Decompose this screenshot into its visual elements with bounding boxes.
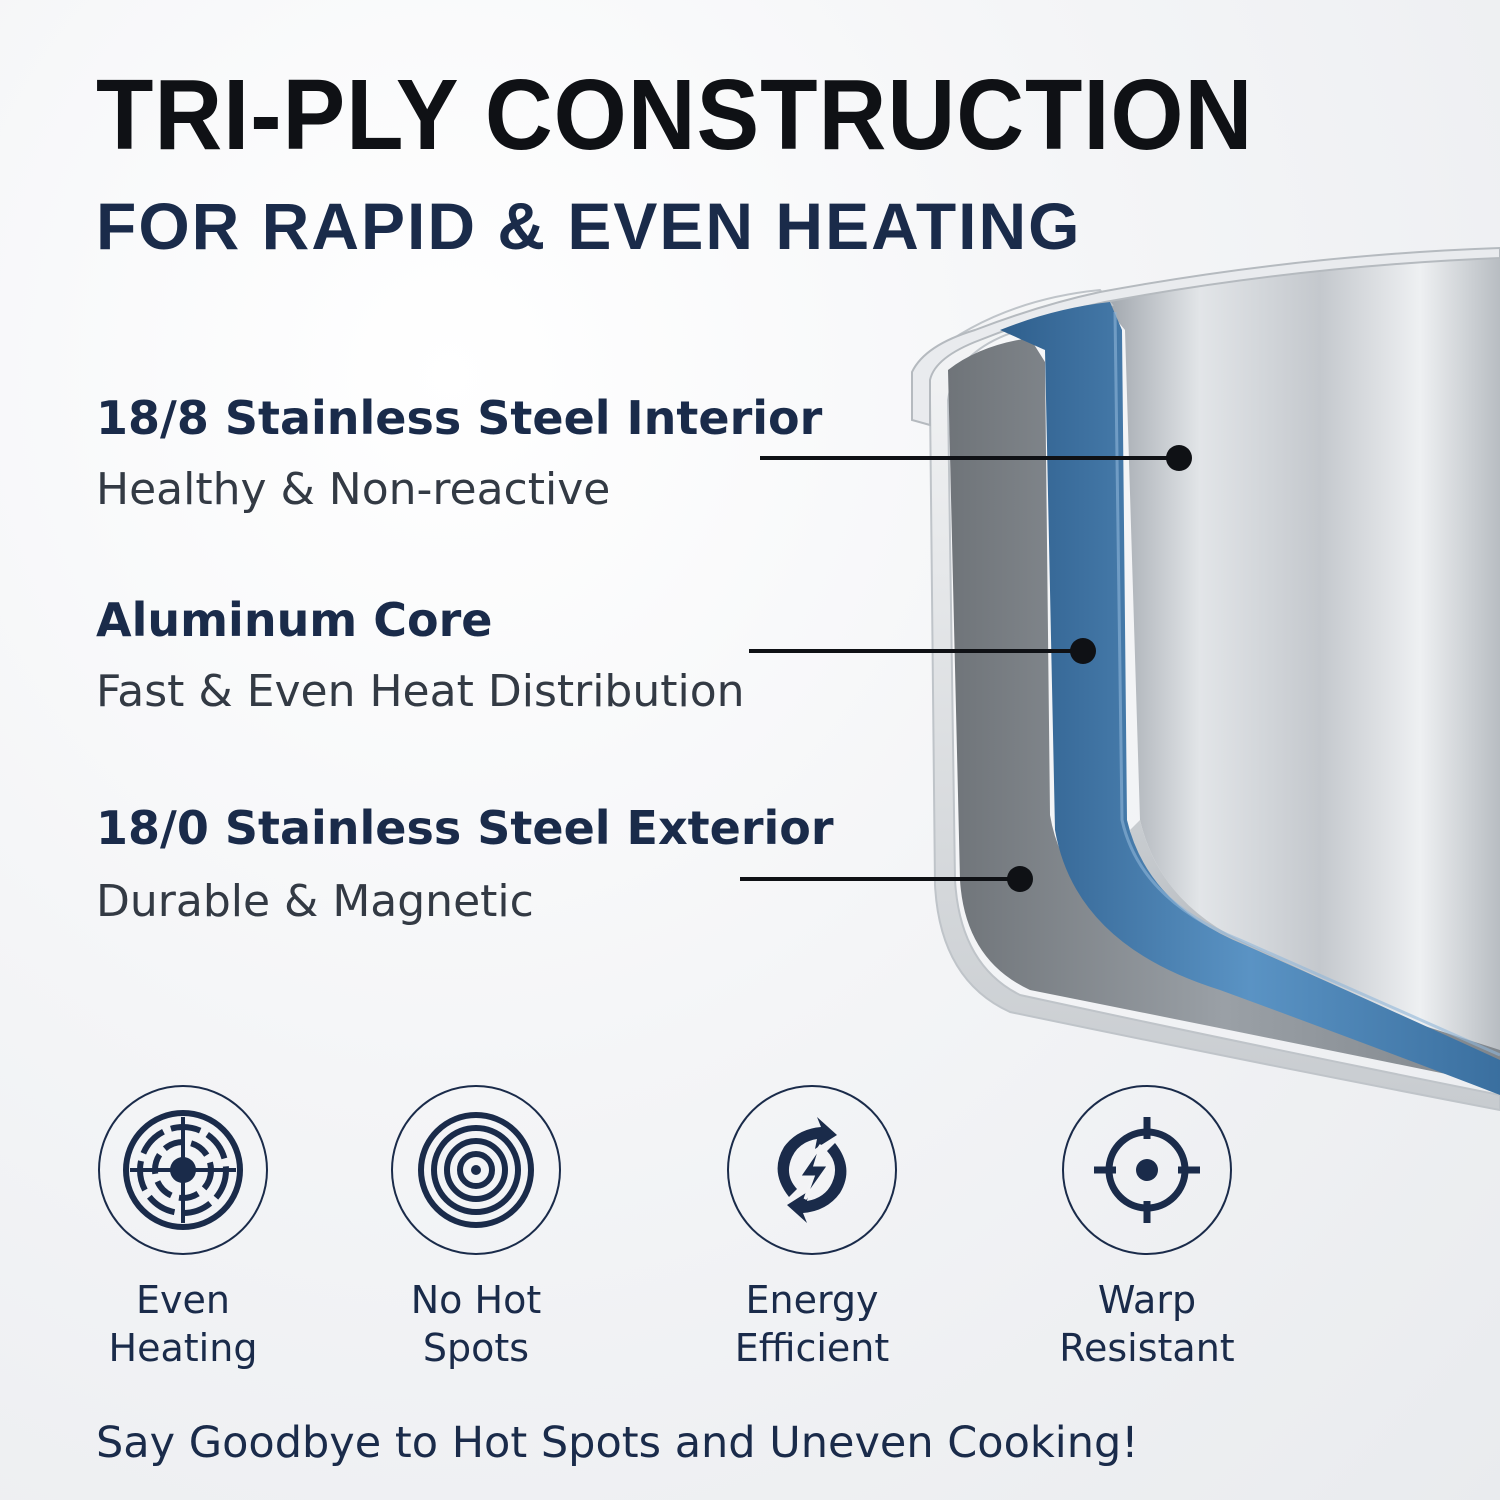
benefit-label-even-heating: Even Heating bbox=[108, 1278, 258, 1370]
energy-efficient-badge bbox=[727, 1085, 897, 1255]
even-heating-icon bbox=[123, 1110, 243, 1230]
layer-title-core: Aluminum Core bbox=[96, 593, 493, 647]
concentric-rings-icon bbox=[418, 1112, 534, 1228]
layer-desc-core: Fast & Even Heat Distribution bbox=[96, 666, 745, 717]
even-heating-badge bbox=[98, 1085, 268, 1255]
callout-dot-exterior bbox=[1007, 866, 1033, 892]
layer-title-exterior: 18/0 Stainless Steel Exterior bbox=[96, 801, 834, 855]
layer-title-interior: 18/8 Stainless Steel Interior bbox=[96, 391, 823, 445]
footer-tagline: Say Goodbye to Hot Spots and Uneven Cook… bbox=[96, 1418, 1139, 1468]
headline: TRI-PLY CONSTRUCTION bbox=[96, 59, 1254, 171]
crosshair-icon bbox=[1094, 1117, 1200, 1223]
benefit-label-warp-resistant: Warp Resistant bbox=[1059, 1278, 1235, 1370]
energy-bolt-icon bbox=[777, 1117, 847, 1223]
aluminum-core-layer bbox=[1000, 302, 1500, 1095]
warp-resistant-badge bbox=[1062, 1085, 1232, 1255]
no-hot-spots-badge bbox=[391, 1085, 561, 1255]
layer-desc-interior: Healthy & Non-reactive bbox=[96, 464, 611, 515]
layer-desc-exterior: Durable & Magnetic bbox=[96, 876, 534, 927]
subheadline: FOR RAPID & EVEN HEATING bbox=[96, 189, 1082, 263]
benefit-label-energy-efficient: Energy Efficient bbox=[734, 1278, 890, 1370]
pot-interior bbox=[1100, 250, 1500, 1075]
callout-dot-interior bbox=[1166, 445, 1192, 471]
callout-dot-core bbox=[1070, 638, 1096, 664]
benefit-label-no-hot-spots: No Hot Spots bbox=[410, 1278, 542, 1370]
